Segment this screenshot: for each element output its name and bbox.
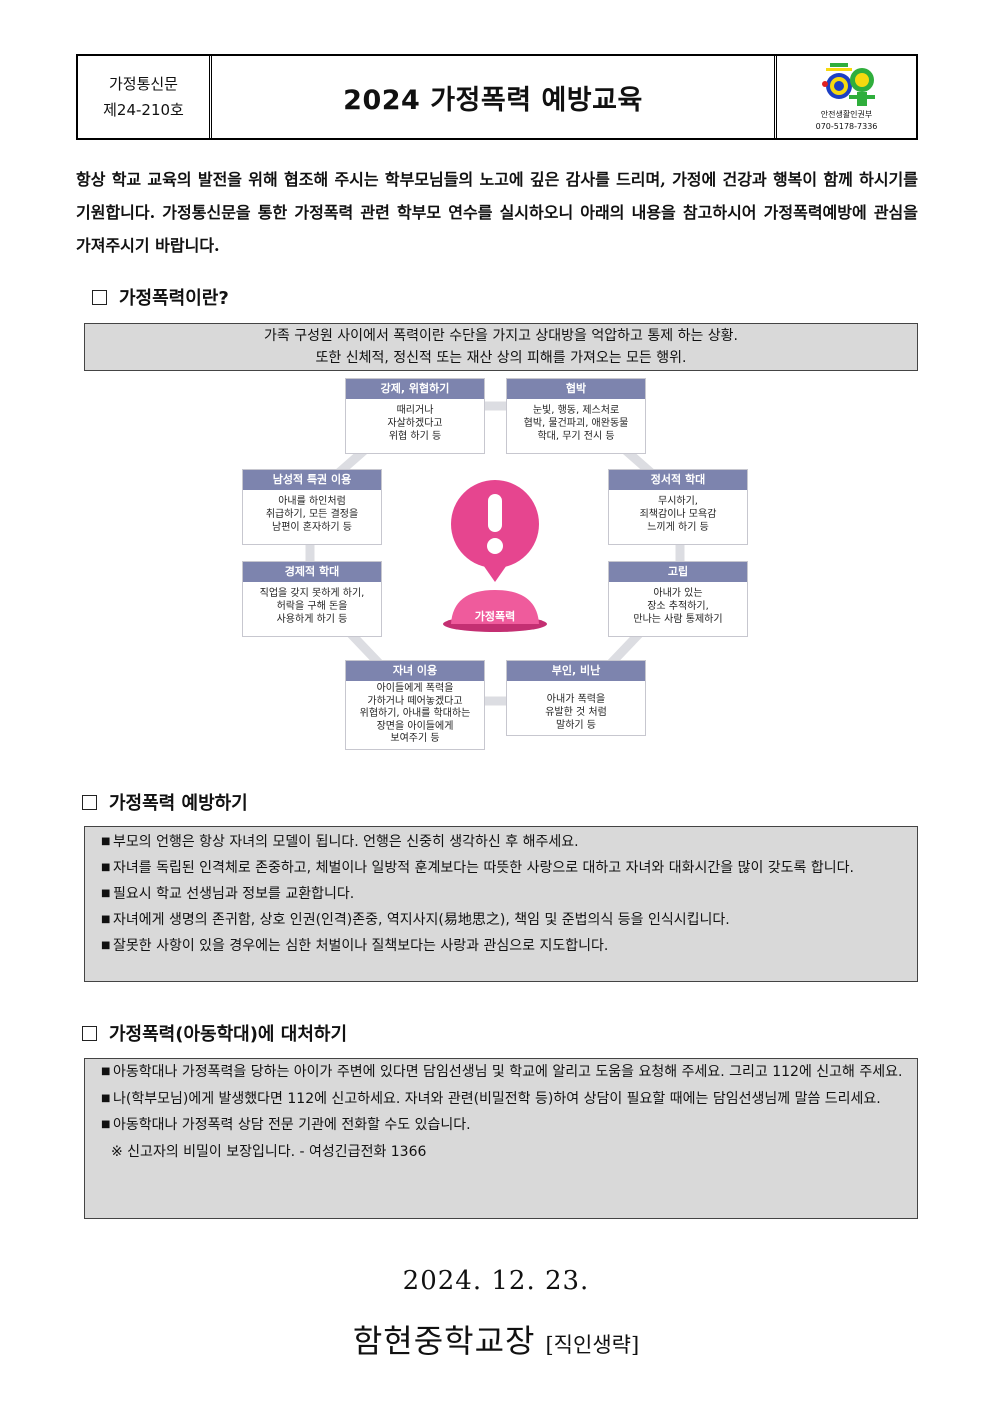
list-item: ■부모의 언행은 항상 자녀의 모델이 됩니다. 언행은 신중히 생각하신 후 …	[101, 829, 905, 855]
diagram-item-title: 고립	[609, 562, 747, 582]
signature-block: 함현중학교장 [직인생략]	[0, 1316, 992, 1362]
document-title: 2024 가정폭력 예방교육	[343, 84, 643, 116]
definition-line: 가족 구성원 사이에서 폭력이란 수단을 가지고 상대방을 억압하고 통제 하는…	[264, 328, 738, 344]
department-block: 안전생활인권부 070-5178-7336	[774, 56, 916, 138]
department-phone: 070-5178-7336	[815, 122, 878, 131]
bullet-icon: ■	[101, 888, 111, 899]
warning-exclamation-icon	[443, 480, 547, 632]
definition-box: 가족 구성원 사이에서 폭력이란 수단을 가지고 상대방을 억압하고 통제 하는…	[84, 323, 918, 371]
diagram-item-title: 경제적 학대	[243, 562, 381, 582]
bullet-icon: ■	[101, 1119, 111, 1130]
bullet-icon: ■	[101, 940, 111, 951]
issue-date: 2024. 12. 23.	[402, 1266, 590, 1296]
diagram-item-title: 자녀 이용	[346, 661, 484, 681]
section-heading-text: 가정폭력(아동학대)에 대처하기	[109, 1024, 347, 1045]
list-item: ■아동학대나 가정폭력을 당하는 아이가 주변에 있다면 담임선생님 및 학교에…	[101, 1059, 905, 1086]
definition-line: 또한 신체적, 정신적 또는 재산 상의 피해를 가져오는 모든 행위.	[315, 350, 687, 366]
intro-paragraph: 항상 학교 교육의 발전을 위해 협조해 주시는 학부모님들의 노고에 깊은 감…	[76, 170, 918, 255]
seal-omitted: [직인생략]	[545, 1333, 640, 1357]
newsletter-number: 제24-210호	[103, 101, 184, 119]
list-item: ■자녀를 독립된 인격체로 존중하고, 체벌이나 일방적 훈계보다는 따뜻한 사…	[101, 855, 905, 881]
response-box: ■아동학대나 가정폭력을 당하는 아이가 주변에 있다면 담임선생님 및 학교에…	[84, 1058, 918, 1219]
newsletter-label: 가정통신문 제24-210호	[78, 56, 212, 138]
diagram-item-title: 부인, 비난	[507, 661, 645, 681]
list-item: ■나(학부모님)에게 발생했다면 112에 신고하세요. 자녀와 관련(비밀전학…	[101, 1086, 905, 1113]
diagram-item-title: 강제, 위협하기	[346, 379, 484, 399]
checkbox-icon	[92, 289, 107, 305]
bullet-icon: ■	[101, 1066, 111, 1077]
bullet-icon: ■	[101, 836, 111, 847]
bullet-icon: ■	[101, 862, 111, 873]
diagram-center-label: 가정폭력	[474, 610, 516, 623]
diagram-item-title: 정서적 학대	[609, 470, 747, 490]
section-heading-text: 가정폭력 예방하기	[109, 793, 248, 814]
diagram-item-title: 남성적 특권 이용	[243, 470, 381, 490]
list-item: ■필요시 학교 선생님과 정보를 교환합니다.	[101, 881, 905, 907]
checkbox-icon	[82, 794, 97, 810]
bullet-icon: ■	[101, 1092, 111, 1104]
list-item: ■자녀에게 생명의 존귀함, 상호 인권(인격)존중, 역지사지(易地思之), …	[101, 907, 905, 933]
hotline-note: ※ 신고자의 비밀이 보장입니다. - 여성긴급전화 1366	[111, 1143, 427, 1160]
department-name: 안전생활인권부	[820, 110, 873, 119]
section-heading-text: 가정폭력이란?	[119, 288, 229, 309]
diagram-item-title: 협박	[507, 379, 645, 399]
newsletter-type: 가정통신문	[108, 75, 178, 93]
list-item: ■잘못한 사항이 있을 경우에는 심한 처벌이나 질책보다는 사랑과 관심으로 …	[101, 933, 905, 959]
checkbox-icon	[82, 1025, 97, 1041]
document-header: 가정통신문 제24-210호 2024 가정폭력 예방교육 안전생활인권부 07…	[76, 54, 918, 140]
list-item: ■아동학대나 가정폭력 상담 전문 기관에 전화할 수도 있습니다.	[101, 1112, 905, 1139]
principal-name: 함현중학교장	[352, 1322, 536, 1360]
school-logo-icon	[821, 63, 875, 106]
section-heading-prevention: 가정폭력 예방하기	[82, 789, 248, 815]
section-heading-definition: 가정폭력이란?	[92, 284, 229, 310]
bullet-icon: ■	[101, 914, 111, 925]
prevention-box: ■부모의 언행은 항상 자녀의 모델이 됩니다. 언행은 신중히 생각하신 후 …	[84, 826, 918, 982]
section-heading-response: 가정폭력(아동학대)에 대처하기	[82, 1020, 347, 1046]
